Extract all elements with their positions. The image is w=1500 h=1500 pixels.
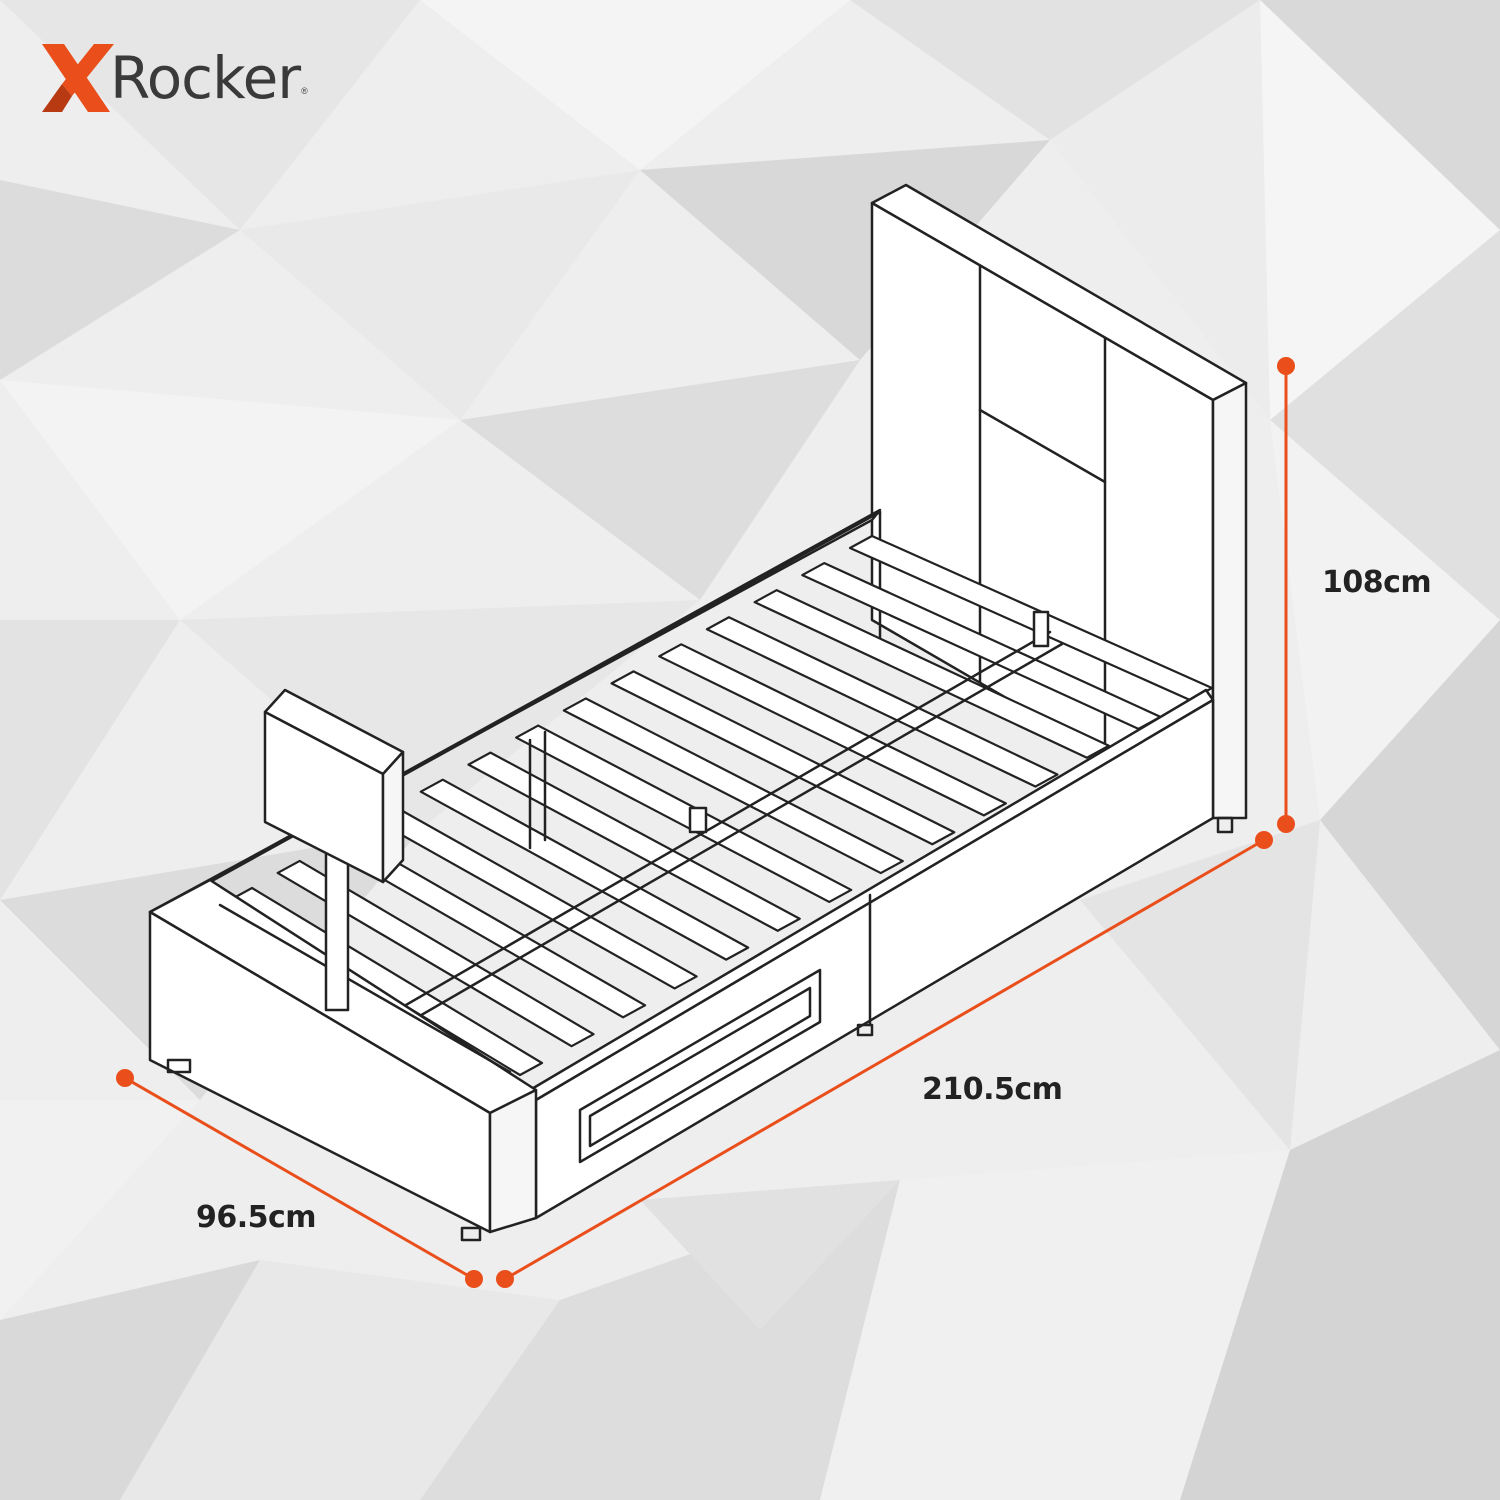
length-dimension-line bbox=[496, 831, 1273, 1288]
registered-mark: ® bbox=[301, 86, 308, 96]
brand-logo: Rocker ® bbox=[40, 38, 308, 118]
bed-slat bbox=[610, 670, 956, 846]
bed-slat bbox=[419, 778, 750, 961]
dimension-lines bbox=[116, 357, 1295, 1288]
bed-slat bbox=[658, 643, 1007, 817]
width-dimension-line bbox=[116, 1069, 483, 1288]
bed-slat bbox=[276, 859, 595, 1048]
height-dimension-line bbox=[1277, 357, 1295, 833]
monitor-arm bbox=[263, 688, 405, 1012]
bed-slat bbox=[705, 616, 1059, 788]
x-logo-icon bbox=[42, 44, 114, 112]
logo-wordmark: Rocker bbox=[110, 44, 301, 112]
bed-slats bbox=[228, 534, 1214, 1077]
bed-slat bbox=[753, 589, 1111, 759]
bed-slat bbox=[515, 724, 853, 904]
bed-slat bbox=[467, 751, 801, 932]
frame-side-rail-front bbox=[528, 688, 1215, 1220]
bed-slat bbox=[848, 534, 1214, 702]
bed-slat bbox=[562, 697, 904, 875]
length-dimension-label: 210.5cm bbox=[922, 1072, 1063, 1107]
width-dimension-label: 96.5cm bbox=[196, 1200, 317, 1235]
height-dimension-label: 108cm bbox=[1322, 565, 1432, 600]
centre-support-rail bbox=[378, 610, 1064, 1034]
